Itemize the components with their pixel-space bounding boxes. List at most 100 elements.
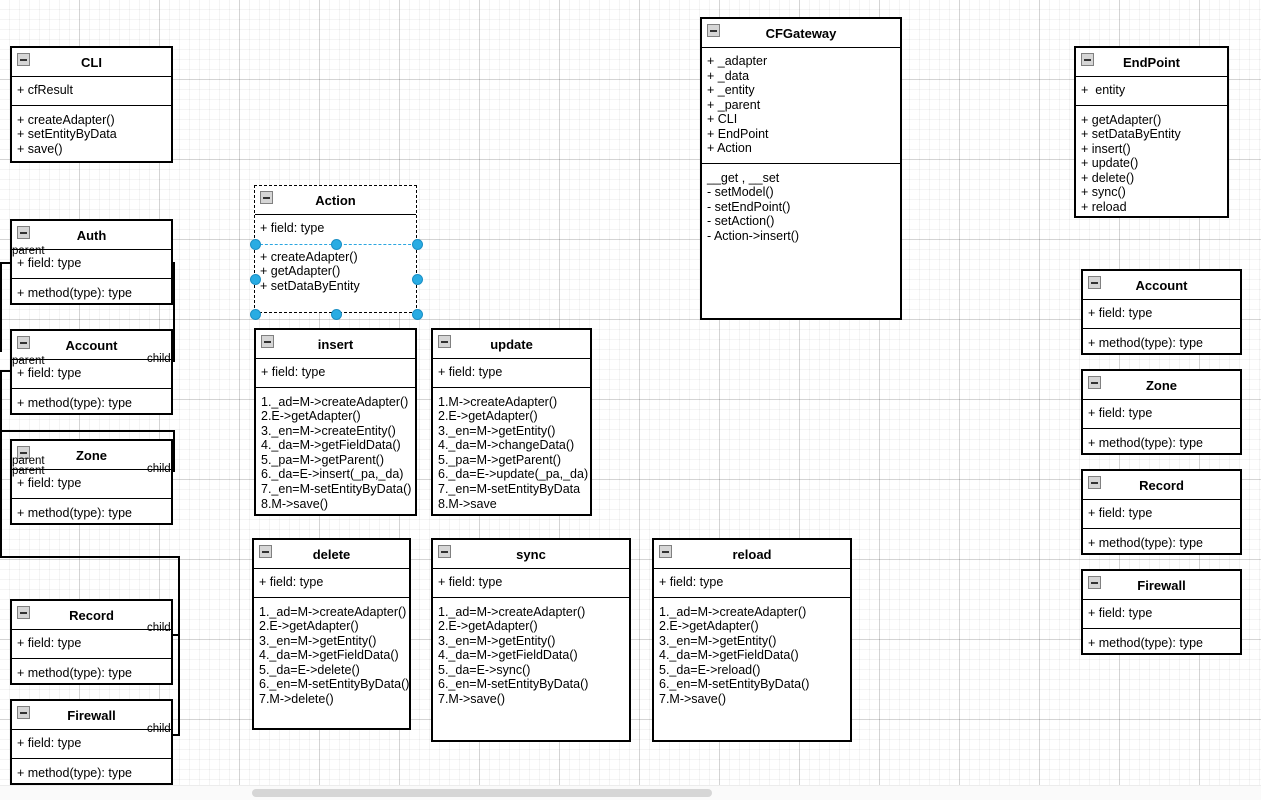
selection-resize-handle[interactable] xyxy=(412,274,423,285)
uml-attribute: + field: type xyxy=(17,476,82,490)
uml-class-firewall-left[interactable]: Firewall+ field: type + method(type): typ… xyxy=(10,699,173,785)
uml-class-zone-right[interactable]: Zone+ field: type+ method(type): type xyxy=(1081,369,1242,455)
collapse-minus-icon[interactable] xyxy=(707,24,720,37)
collapse-minus-icon[interactable] xyxy=(17,446,30,459)
uml-operation: 3._en=M->createEntity() xyxy=(261,423,396,438)
collapse-minus-icon[interactable] xyxy=(438,335,451,348)
uml-operation: + delete() xyxy=(1081,170,1135,185)
uml-operation: 4._da=M->getFieldData() xyxy=(261,438,401,453)
uml-operations-endpoint: + getAdapter()+ setDataByEntity+ insert(… xyxy=(1076,106,1227,222)
selection-resize-handle[interactable] xyxy=(412,239,423,250)
uml-attribute: + field: type xyxy=(17,366,82,380)
collapse-minus-icon[interactable] xyxy=(1088,276,1101,289)
uml-operation: - setModel() xyxy=(707,185,774,200)
uml-class-endpoint[interactable]: EndPoint+ entity+ getAdapter()+ setDataB… xyxy=(1074,46,1229,218)
uml-operation: 7._en=M-setEntityByData xyxy=(438,482,581,497)
uml-class-name: Account xyxy=(1135,278,1188,293)
uml-attributes-record-left: + field: type xyxy=(12,630,171,659)
uml-class-record-left[interactable]: Record+ field: type+ method(type): type xyxy=(10,599,173,685)
uml-attribute: + _adapter xyxy=(707,54,768,68)
edge-label-auth-parent: parent xyxy=(12,245,45,257)
uml-operation: + method(type): type xyxy=(17,765,132,780)
selection-resize-handle[interactable] xyxy=(250,274,261,285)
uml-class-title-firewall-left: Firewall xyxy=(12,701,171,730)
uml-operation: 6._en=M-setEntityByData() xyxy=(259,677,410,692)
uml-operation: 2.E->getAdapter() xyxy=(438,409,538,424)
uml-operation: - setAction() xyxy=(707,214,775,229)
collapse-minus-icon[interactable] xyxy=(17,606,30,619)
horizontal-scrollbar-thumb[interactable] xyxy=(252,789,712,797)
collapse-minus-icon[interactable] xyxy=(17,226,30,239)
uml-attribute: + field: type xyxy=(17,636,82,650)
collapse-minus-icon[interactable] xyxy=(1088,576,1101,589)
collapse-minus-icon[interactable] xyxy=(259,545,272,558)
collapse-minus-icon[interactable] xyxy=(1088,476,1101,489)
uml-class-title-record-left: Record xyxy=(12,601,171,630)
edge-zone-child-top xyxy=(0,430,175,432)
collapse-minus-icon[interactable] xyxy=(659,545,672,558)
uml-operation: 1._ad=M->createAdapter() xyxy=(261,394,409,409)
uml-operations-firewall-right: + method(type): type xyxy=(1083,629,1240,658)
edge-zone-record-left-vertical xyxy=(0,468,2,558)
uml-class-record-right[interactable]: Record+ field: type+ method(type): type xyxy=(1081,469,1242,555)
uml-attributes-action: + field: type xyxy=(255,215,416,243)
uml-operation: 1._ad=M->createAdapter() xyxy=(438,604,586,619)
uml-operation: - Action->insert() xyxy=(707,228,800,243)
uml-attribute: + field: type xyxy=(438,365,503,379)
uml-class-title-reload: reload xyxy=(654,540,850,569)
uml-operations-auth: + method(type): type xyxy=(12,279,171,308)
uml-class-name: Record xyxy=(69,608,114,623)
horizontal-scrollbar-track[interactable] xyxy=(0,785,1261,800)
uml-class-zone-left[interactable]: Zone+ field: type+ method(type): type xyxy=(10,439,173,525)
uml-operation: 5._pa=M->getParent() xyxy=(438,452,561,467)
uml-attribute: + field: type xyxy=(261,365,326,379)
uml-operation: 4._da=M->changeData() xyxy=(438,438,575,453)
collapse-minus-icon[interactable] xyxy=(260,191,273,204)
uml-operations-sync: 1._ad=M->createAdapter()2.E->getAdapter(… xyxy=(433,598,629,714)
uml-class-name: update xyxy=(490,337,533,352)
uml-attribute: + cfResult xyxy=(17,83,73,97)
uml-attributes-sync: + field: type xyxy=(433,569,629,598)
uml-attribute: + _data xyxy=(707,68,750,83)
collapse-minus-icon[interactable] xyxy=(1088,376,1101,389)
selection-resize-handle[interactable] xyxy=(250,309,261,320)
selection-resize-handle[interactable] xyxy=(331,309,342,320)
uml-class-account-left[interactable]: Account+ field: type+ method(type): type xyxy=(10,329,173,415)
uml-attributes-zone-right: + field: type xyxy=(1083,400,1240,429)
collapse-minus-icon[interactable] xyxy=(17,336,30,349)
uml-class-title-delete: delete xyxy=(254,540,409,569)
uml-class-action[interactable]: Action+ field: type+ createAdapter()+ ge… xyxy=(254,185,417,313)
uml-operations-account-left: + method(type): type xyxy=(12,389,171,418)
uml-class-auth[interactable]: Auth+ field: type+ method(type): type xyxy=(10,219,173,305)
collapse-minus-icon[interactable] xyxy=(261,335,274,348)
uml-operation: + save() xyxy=(17,141,63,156)
collapse-minus-icon[interactable] xyxy=(17,706,30,719)
uml-class-firewall-right[interactable]: Firewall+ field: type+ method(type): typ… xyxy=(1081,569,1242,655)
selection-resize-handle[interactable] xyxy=(331,239,342,250)
collapse-minus-icon[interactable] xyxy=(17,53,30,66)
edge-label-zone-parent-1: parent xyxy=(12,455,45,467)
uml-class-account-right[interactable]: Account+ field: type+ method(type): type xyxy=(1081,269,1242,355)
uml-operation: - setEndPoint() xyxy=(707,199,791,214)
selection-resize-handle[interactable] xyxy=(250,239,261,250)
uml-class-cli[interactable]: CLI+ cfResult+ createAdapter()+ setEntit… xyxy=(10,46,173,163)
uml-class-name: CFGateway xyxy=(765,26,837,41)
selection-resize-handle[interactable] xyxy=(412,309,423,320)
uml-operation: + createAdapter() xyxy=(260,249,358,264)
uml-attribute: + Action xyxy=(707,141,752,155)
collapse-minus-icon[interactable] xyxy=(438,545,451,558)
uml-class-cfgateway[interactable]: CFGateway+ _adapter+ _data+ _entity+ _pa… xyxy=(700,17,902,320)
uml-attributes-firewall-left: + field: type xyxy=(12,730,171,759)
uml-operation: 4._da=M->getFieldData() xyxy=(259,648,399,663)
uml-attributes-record-right: + field: type xyxy=(1083,500,1240,529)
edge-label-account-parent: parent xyxy=(12,355,45,367)
uml-operation: 3._en=M->getEntity() xyxy=(659,633,777,648)
collapse-minus-icon[interactable] xyxy=(1081,53,1094,66)
edge-record-firewall-vertical xyxy=(178,556,180,736)
